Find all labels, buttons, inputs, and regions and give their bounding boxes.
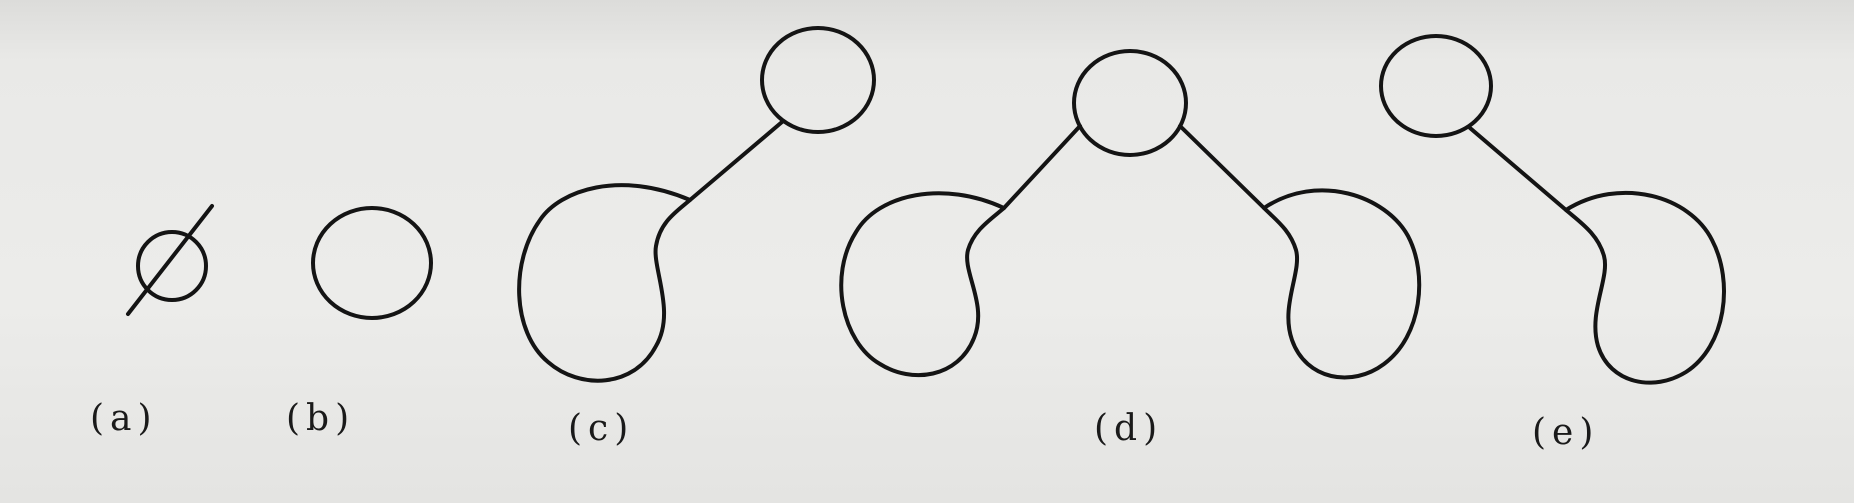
- label-b: (b): [286, 398, 356, 439]
- circle-node: [760, 26, 876, 134]
- empty-set-circle: [136, 230, 208, 302]
- circle-figure-b: [311, 206, 433, 320]
- figure-d: [839, 49, 1422, 380]
- figure-e: [1379, 34, 1726, 385]
- label-e: (e): [1532, 412, 1600, 453]
- connector-edge: [688, 120, 784, 202]
- connector-edge: [1468, 126, 1568, 212]
- empty-set-figure-a: [126, 204, 214, 316]
- connector-edge-right: [1178, 124, 1266, 210]
- lobe-loop: [517, 183, 692, 383]
- circle-node: [1379, 34, 1493, 138]
- lobe-loop-right: [1262, 188, 1422, 380]
- label-d: (d): [1094, 408, 1164, 449]
- label-a: (a): [90, 398, 158, 439]
- single-circle: [311, 206, 433, 320]
- connector-edge-left: [1002, 124, 1082, 210]
- lobe-loop-left: [839, 191, 1006, 378]
- label-c: (c): [568, 408, 635, 449]
- lobe-loop: [1564, 190, 1726, 385]
- circle-node: [1072, 49, 1188, 157]
- empty-set-slash: [126, 204, 214, 316]
- figure-c: [517, 26, 876, 383]
